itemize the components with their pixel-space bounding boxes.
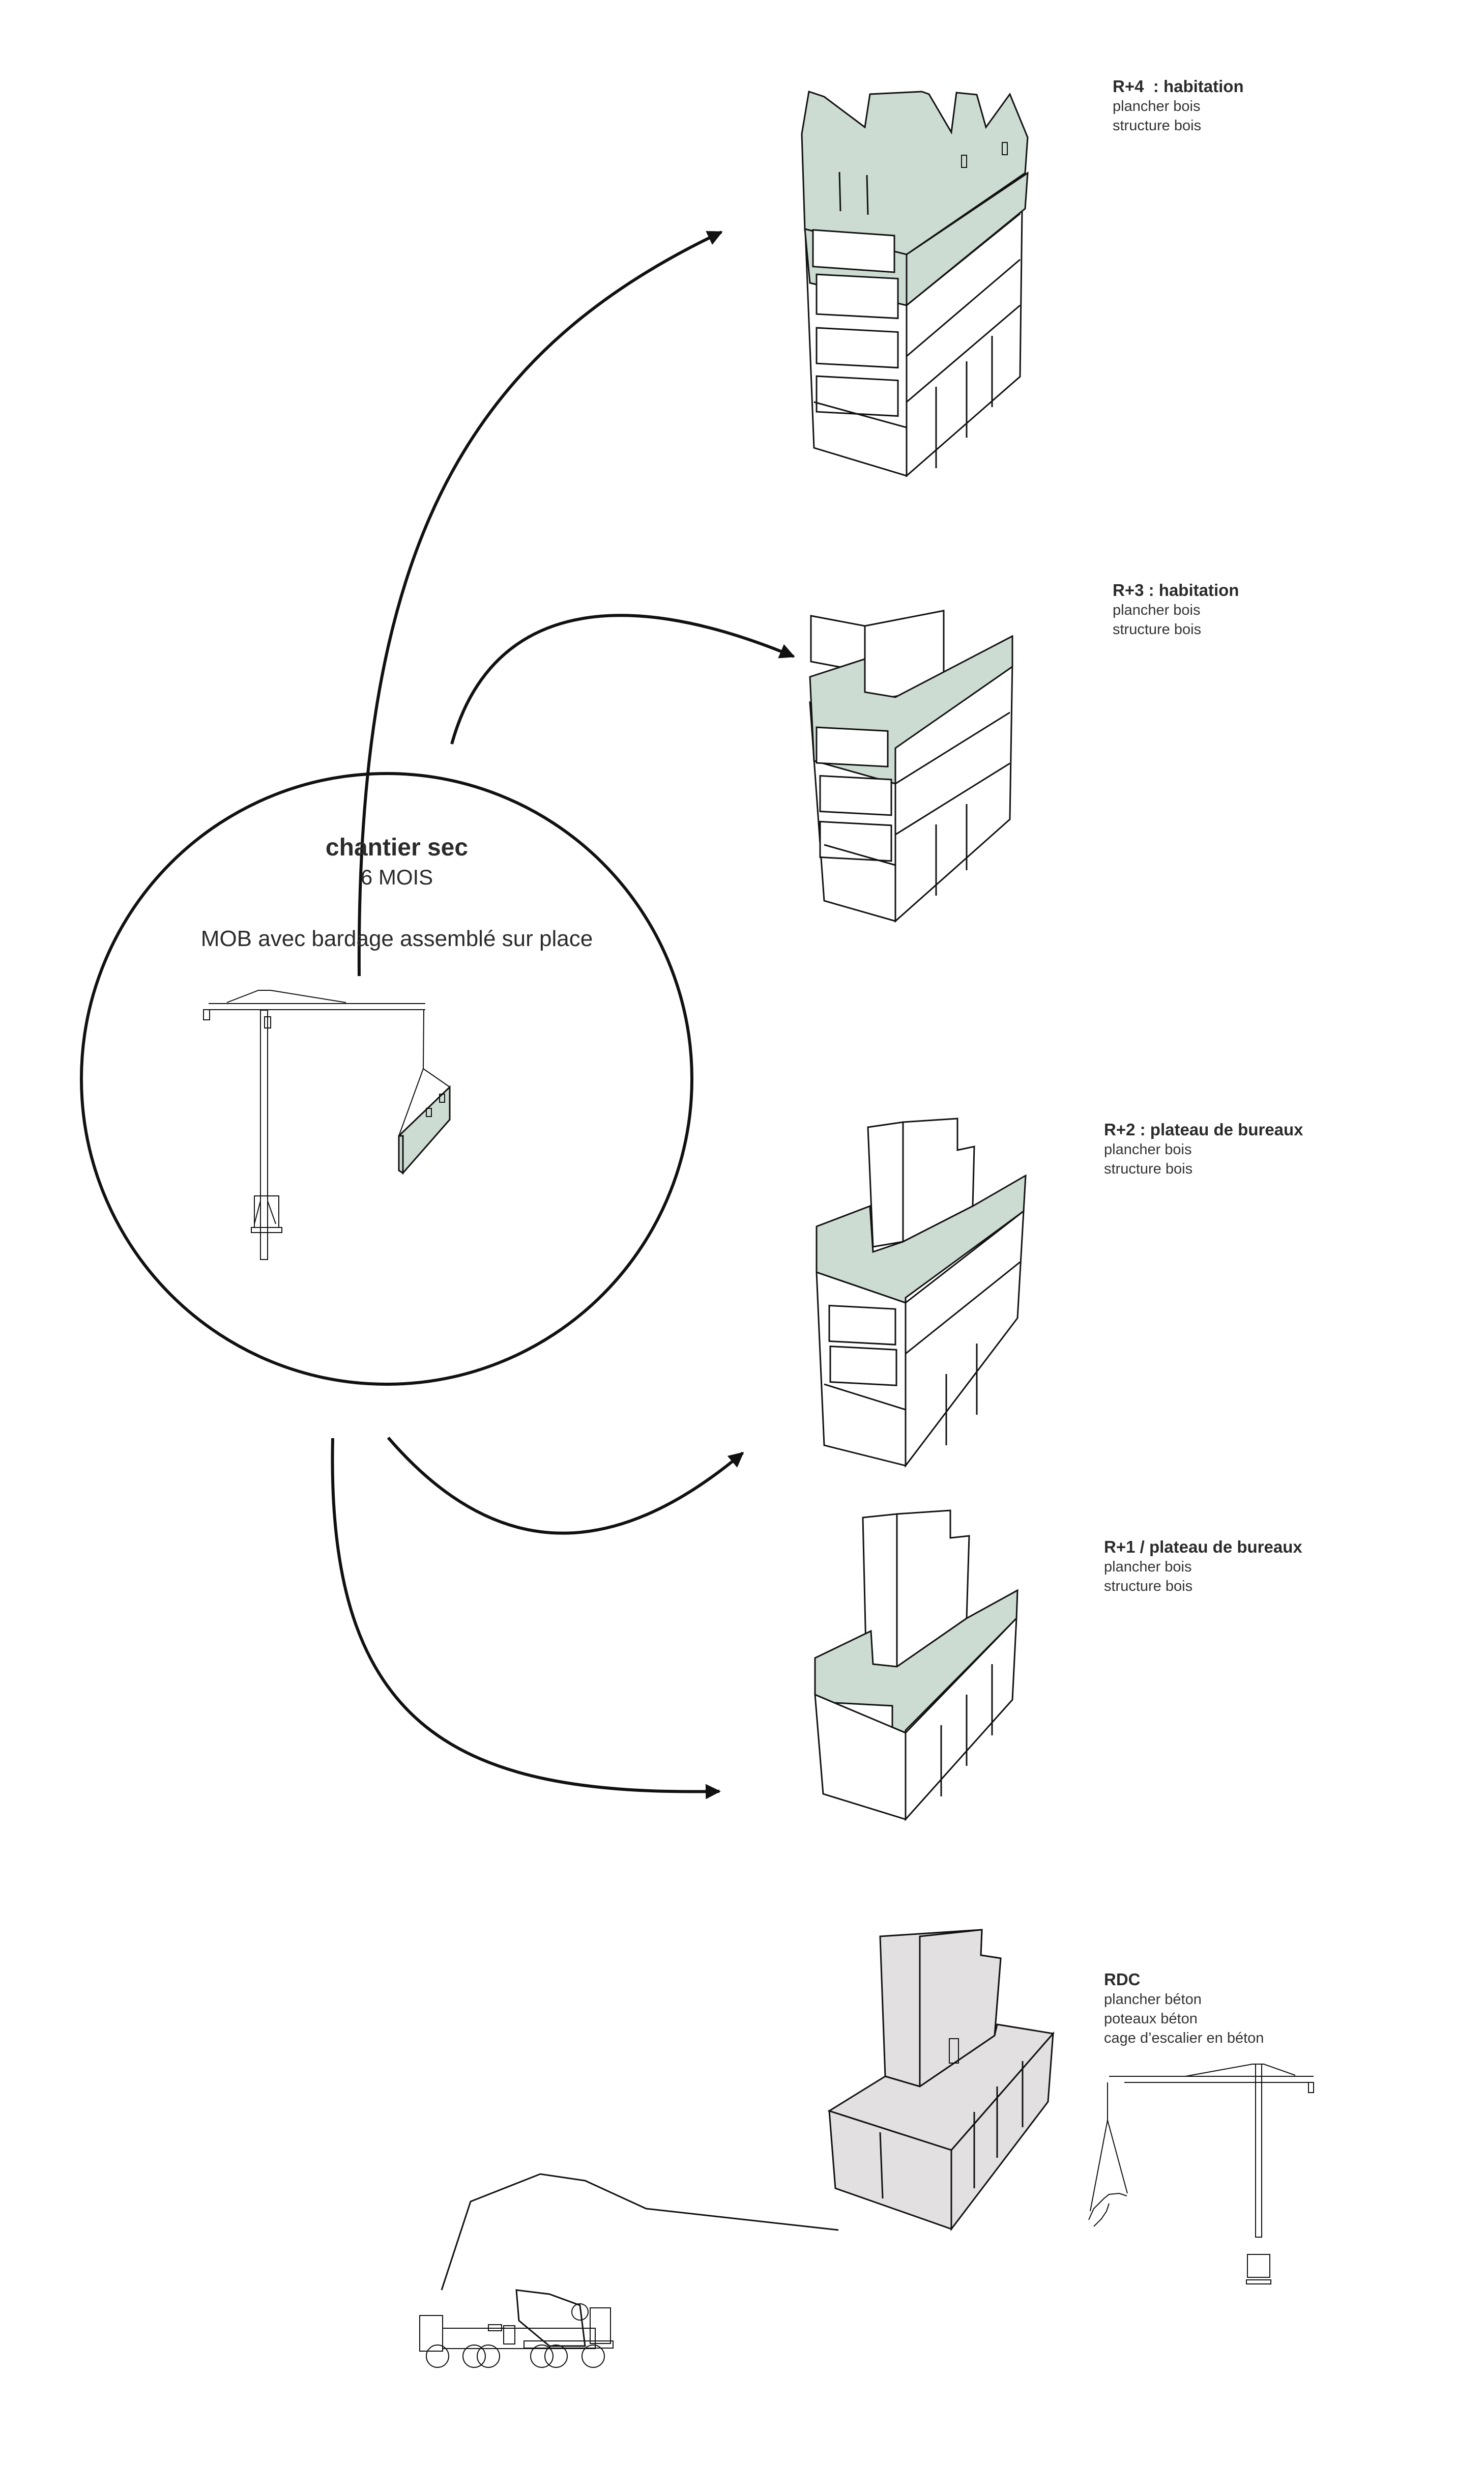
arrow-to-r3 <box>450 614 795 745</box>
level-line: plancher béton <box>1104 1991 1202 2008</box>
arrow-to-r4 <box>357 231 723 977</box>
level-line: plancher bois <box>1113 98 1201 115</box>
tower-crane-icon <box>203 990 450 1260</box>
arrow-to-r1 <box>331 1438 721 1799</box>
tower-crane-staircase-icon <box>1088 2064 1314 2284</box>
level-label-rdc: RDC plancher béton poteaux béton cage d’… <box>1104 1969 1264 2048</box>
arrow-to-r2 <box>387 1437 744 1535</box>
center-description: MOB avec bardage assemblé sur place <box>200 926 593 951</box>
concrete-pump-truck-icon <box>419 2173 839 2368</box>
level-title: R+4 : habitation <box>1113 77 1244 96</box>
level-line: plancher bois <box>1113 602 1201 618</box>
building-r1 <box>814 1509 1019 1821</box>
center-title: chantier sec <box>325 834 469 861</box>
building-rdc <box>827 1929 1055 2232</box>
concrete-mixer-truck-icon <box>503 2289 614 2368</box>
level-label-r4: R+4 : habitation plancher bois structure… <box>1113 76 1244 135</box>
center-circle <box>80 772 693 1386</box>
level-title: RDC <box>1104 1970 1141 1989</box>
level-line: structure bois <box>1113 118 1202 134</box>
building-r3 <box>809 610 1013 923</box>
wall-panel-icon <box>398 1085 451 1175</box>
level-line: cage d’escalier en béton <box>1104 2030 1264 2046</box>
level-title: R+2 : plateau de bureaux <box>1104 1120 1303 1139</box>
level-line: plancher bois <box>1104 1141 1192 1158</box>
building-r2 <box>816 1118 1027 1468</box>
level-line: structure bois <box>1113 621 1202 638</box>
building-r4 <box>801 91 1029 478</box>
level-line: poteaux béton <box>1104 2011 1198 2027</box>
level-label-r1: R+1 / plateau de bureaux plancher bois s… <box>1104 1537 1302 1596</box>
level-label-r2: R+2 : plateau de bureaux plancher bois s… <box>1104 1120 1303 1179</box>
level-title: R+1 / plateau de bureaux <box>1104 1537 1302 1556</box>
level-line: plancher bois <box>1104 1559 1192 1575</box>
center-duration: 6 MOIS <box>360 865 433 889</box>
level-line: structure bois <box>1104 1161 1193 1177</box>
level-label-r3: R+3 : habitation plancher bois structure… <box>1113 580 1239 639</box>
level-line: structure bois <box>1104 1578 1193 1594</box>
level-title: R+3 : habitation <box>1113 581 1239 599</box>
